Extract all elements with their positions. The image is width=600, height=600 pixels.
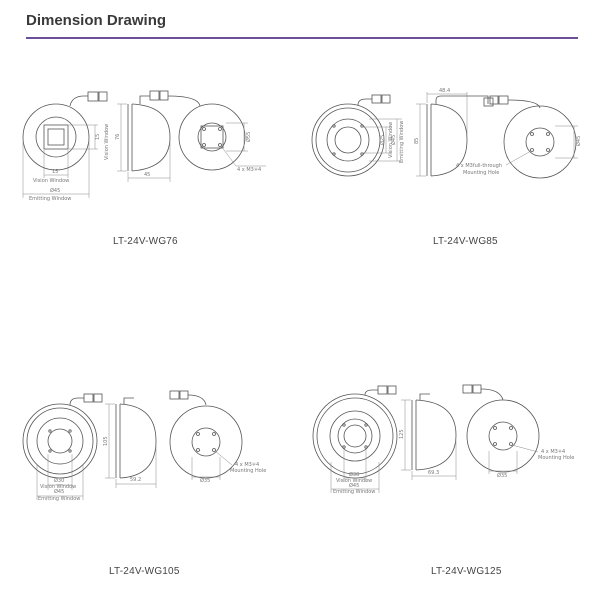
wg85-back-dim: Ø45 (575, 136, 582, 146)
wg76-front-label-vision: Vision Window (33, 178, 69, 184)
wg105-front-label-vision: Vision Window (40, 484, 76, 490)
model-label-wg76: LT-24V-WG76 (113, 236, 178, 247)
wg125-front-label-emitting: Emitting Window (333, 489, 375, 495)
wg105-front-dim-2: Ø45 (54, 488, 64, 495)
wg85-back-view (489, 95, 578, 179)
wg76-back-dim: Ø55 (245, 132, 252, 142)
wg76-back-view (178, 103, 266, 171)
wg85-front-label-emitting: Emitting Window (399, 121, 405, 163)
wg105-front-view (22, 393, 103, 500)
wg76-side-dim-height: 76 (115, 134, 121, 140)
wg105-front-dim-1: Ø30 (54, 477, 64, 484)
wg85-front-dim-2: Ø45 (390, 135, 397, 145)
wg125-back-view (466, 384, 540, 474)
page-title: Dimension Drawing (26, 12, 167, 29)
wg76-front-dim-2: 15 (95, 134, 101, 140)
wg105-back-label-2: Mounting Hole (230, 468, 266, 474)
wg85-drawing (311, 92, 578, 179)
wg105-side-view (105, 390, 180, 488)
wg105-side-dim-depth: 59.2 (130, 477, 141, 483)
wg125-front-dim-2: Ø45 (349, 482, 359, 489)
wg125-front-view (312, 385, 398, 493)
wg105-back-dim: Ø35 (200, 477, 210, 484)
wg85-back-label-1: 4 x M3full-through (456, 163, 502, 169)
header-divider (26, 37, 578, 39)
wg76-side-label-vision: Vision Window (104, 124, 110, 160)
wg125-front-dim-1: Ø30 (349, 471, 359, 478)
wg85-front-dim-1: Ø25 (379, 135, 386, 145)
wg85-back-label-2: Mounting Hole (463, 170, 499, 176)
wg76-side-view (117, 90, 201, 182)
wg105-front-label-emitting: Emitting Window (38, 496, 80, 502)
wg125-back-label-1: 4 x M3∓4 (541, 449, 565, 455)
model-label-wg85: LT-24V-WG85 (433, 236, 498, 247)
wg76-back-label: 4 x M3∓4 (237, 167, 261, 173)
dimension-text: 15 Vision Window Ø45 Emitting Window 15 … (29, 88, 582, 502)
wg105-side-dim-height: 105 (103, 436, 109, 446)
wg125-side-dim-height: 125 (399, 429, 405, 439)
wg76-front-dim-1: 15 (52, 169, 58, 175)
wg85-side-view (416, 92, 494, 177)
wg125-drawing (312, 384, 540, 493)
wg125-side-dim-depth: 69.3 (428, 470, 439, 476)
wg85-front-label-vision: Vision Window (388, 122, 394, 158)
wg125-back-dim: Ø35 (497, 472, 507, 479)
wg125-back-label-2: Mounting Hole (538, 455, 574, 461)
wg76-front-dim-3: Ø45 (50, 187, 60, 194)
wg105-back-view (169, 390, 243, 480)
wg76-side-dim-depth: 45 (144, 172, 150, 178)
wg76-front-label-emitting: Emitting Window (29, 196, 71, 202)
wg76-front-view (22, 91, 108, 198)
wg85-side-dim-depth: 48.4 (439, 88, 450, 94)
wg85-front-view (311, 94, 402, 177)
wg105-drawing (22, 390, 243, 500)
wg125-front-label-vision: Vision Window (336, 478, 372, 484)
wg105-back-label-1: 4 x M3∓4 (235, 462, 259, 468)
model-label-wg125: LT-24V-WG125 (431, 566, 502, 577)
wg76-drawing (22, 90, 266, 198)
wg85-side-dim-height: 85 (414, 138, 420, 144)
wg125-side-view (401, 384, 473, 480)
model-label-wg105: LT-24V-WG105 (109, 566, 180, 577)
